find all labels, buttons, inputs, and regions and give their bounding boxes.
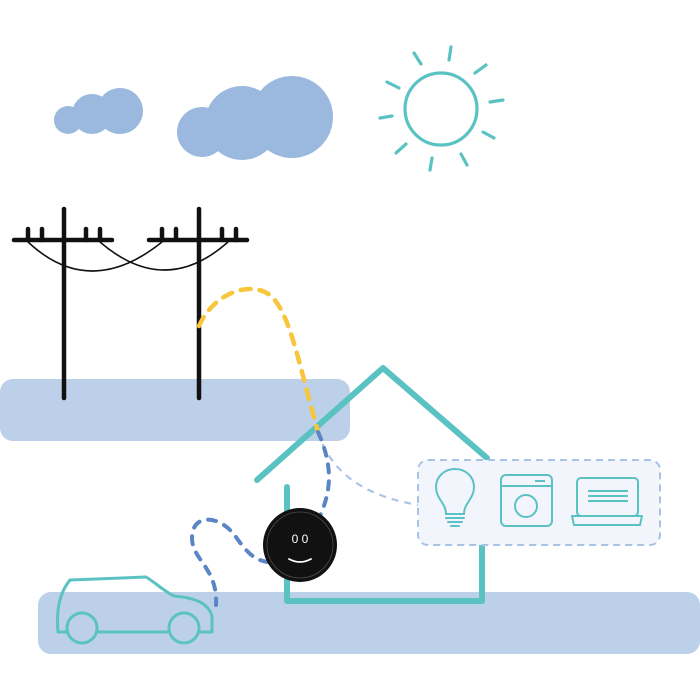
upper-ground-strip [0, 379, 350, 441]
lower-ground-strip [38, 592, 700, 654]
appliance-panel [417, 459, 661, 546]
power-pole-left-icon [11, 206, 115, 401]
small-cloud-icon [54, 88, 143, 134]
smart-device-icon: 0 0 [263, 508, 337, 582]
smart-device-smile [288, 558, 312, 563]
appliance-connection-line [316, 431, 419, 507]
power-lines [27, 241, 229, 272]
washing-machine-icon [500, 474, 553, 527]
power-pole-right-icon [146, 206, 250, 401]
large-cloud-icon [177, 76, 333, 160]
car-icon [56, 575, 214, 645]
grid-energy-flow [196, 286, 321, 435]
sun-icon [378, 45, 505, 172]
car-charging-flow [189, 517, 270, 607]
laptop-icon [571, 477, 643, 526]
light-bulb-icon [434, 467, 476, 527]
device-energy-flow [316, 430, 331, 522]
smart-device-eyes: 0 0 [292, 532, 309, 546]
